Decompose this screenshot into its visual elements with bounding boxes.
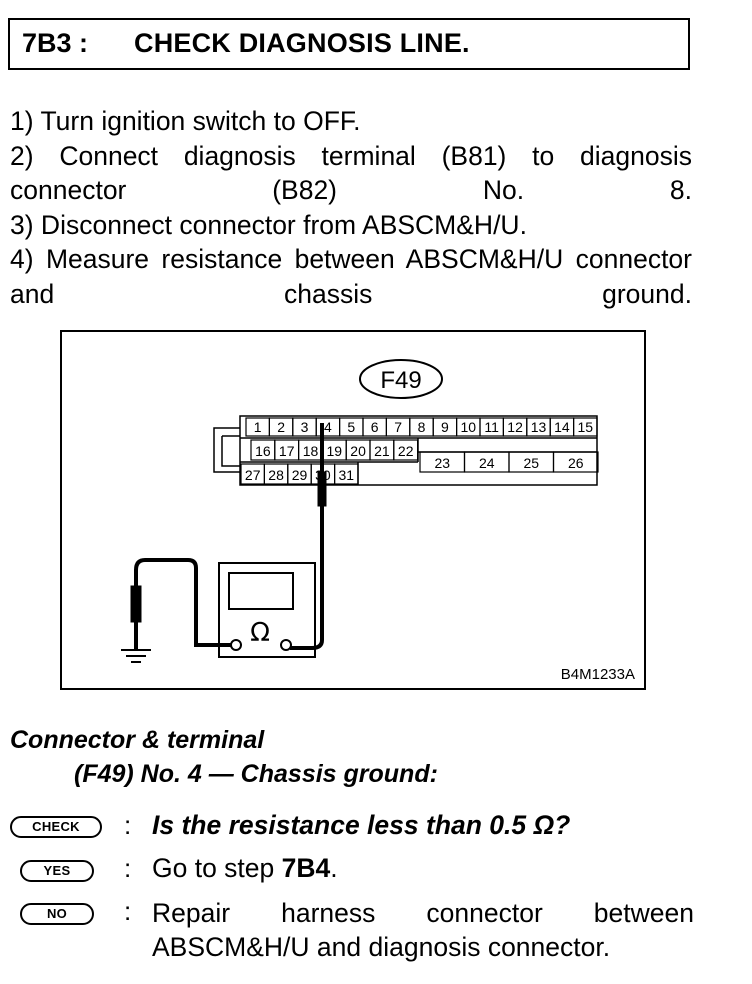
- step-title-box: 7B3 : CHECK DIAGNOSIS LINE.: [8, 18, 690, 70]
- step-2: 2) Connect diagnosis terminal (B81) to d…: [10, 140, 692, 206]
- step-3: 3) Disconnect connector from ABSCM&H/U.: [10, 209, 527, 240]
- check-badge: CHECK: [10, 816, 102, 838]
- connector-terminal-heading: Connector & terminal: [10, 726, 265, 754]
- pin-label: 31: [339, 467, 355, 483]
- pin-label: 13: [531, 419, 547, 435]
- no-answer-line-2: ABSCM&H/U and diagnosis connector.: [152, 932, 611, 962]
- pin-label: 10: [461, 419, 477, 435]
- figure-frame: [60, 330, 646, 690]
- pin-label: 19: [327, 443, 343, 459]
- yes-answer-suffix: .: [330, 853, 338, 883]
- pin-label: 29: [292, 467, 308, 483]
- pin-label: 7: [394, 419, 402, 435]
- pin-label: 4: [324, 419, 332, 435]
- pin-label: 6: [371, 419, 379, 435]
- pin-label: 2: [277, 419, 285, 435]
- ohmmeter: [218, 562, 316, 658]
- pin-label: 22: [398, 443, 414, 459]
- figure-id: B4M1233A: [561, 666, 635, 683]
- pin-label: 28: [268, 467, 284, 483]
- check-question: Is the resistance less than 0.5 Ω?: [152, 810, 571, 840]
- step-code: 7B3 :: [22, 28, 89, 58]
- pin-label: 18: [303, 443, 319, 459]
- pin-label: 14: [554, 419, 570, 435]
- pin-label: 16: [255, 443, 271, 459]
- pin-cell: [393, 439, 419, 461]
- no-answer: Repair harness connector between ABSCM&H…: [152, 896, 694, 964]
- check-colon: :: [124, 810, 132, 840]
- pin-cell: [334, 463, 359, 485]
- pin-label: 8: [418, 419, 426, 435]
- pin-label: 9: [441, 419, 449, 435]
- pin-label: 26: [568, 455, 584, 471]
- pin-label: 17: [279, 443, 295, 459]
- connector-label: F49: [380, 367, 421, 394]
- yes-answer-prefix: Go to step: [152, 853, 282, 883]
- pin-label: 3: [301, 419, 309, 435]
- no-answer-line-1: Repair harness connector between: [152, 898, 694, 928]
- ground-lead: [121, 558, 231, 663]
- pin-label: 21: [374, 443, 390, 459]
- step-4: 4) Measure resistance between ABSCM&H/U …: [10, 244, 692, 309]
- pin-cell: [572, 417, 598, 437]
- pin-label: 25: [523, 455, 539, 471]
- step-title: CHECK DIAGNOSIS LINE.: [134, 28, 470, 58]
- pin-label: 5: [347, 419, 355, 435]
- yes-answer-step: 7B4: [281, 853, 331, 883]
- no-badge: NO: [20, 903, 94, 925]
- pin-label: 23: [434, 455, 450, 471]
- probe-lead: [290, 423, 327, 650]
- connector-terminal-detail: (F49) No. 4 — Chassis ground:: [74, 760, 438, 788]
- pin-label: 20: [350, 443, 366, 459]
- pin-label: 1: [254, 419, 262, 435]
- yes-colon: :: [124, 853, 132, 883]
- ohm-symbol: Ω: [250, 618, 270, 648]
- pin-cell: [552, 451, 599, 473]
- pin-label: 15: [578, 419, 594, 435]
- no-colon: :: [124, 896, 132, 926]
- procedure-steps: 1) Turn ignition switch to OFF. 2) Conne…: [10, 104, 692, 311]
- step-1: 1) Turn ignition switch to OFF.: [10, 106, 361, 136]
- yes-answer: Go to step 7B4.: [152, 853, 338, 884]
- pin-label: 24: [479, 455, 495, 471]
- pin-label: 27: [245, 467, 261, 483]
- connector-label-oval: [359, 359, 443, 399]
- pin-label: 12: [507, 419, 523, 435]
- pin-label: 11: [484, 419, 499, 435]
- yes-badge: YES: [20, 860, 94, 882]
